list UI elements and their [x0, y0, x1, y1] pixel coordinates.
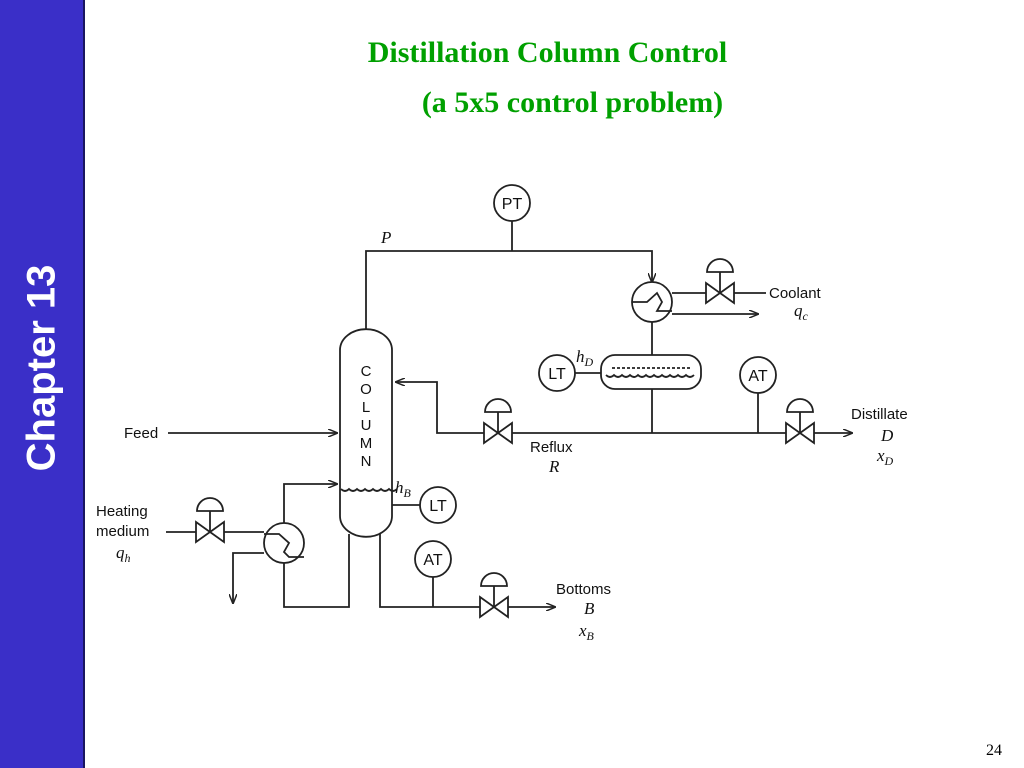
heating-medium-valve[interactable] — [195, 497, 225, 544]
reflux-symbol: R — [548, 457, 560, 476]
bottoms-symbol: B — [584, 599, 595, 618]
lt-top-label: LT — [548, 366, 566, 383]
condenser — [631, 281, 673, 323]
at-bottoms-label: AT — [423, 552, 442, 569]
column-letter: N — [361, 453, 372, 470]
bottom-level-label: hB — [395, 478, 412, 500]
chapter-sidebar: Chapter 13 — [0, 0, 85, 768]
distillate-valve[interactable] — [785, 398, 815, 445]
column-letter: M — [360, 435, 373, 452]
pt-label: PT — [502, 196, 523, 213]
pressure-label: P — [380, 228, 391, 247]
column-letter: U — [361, 417, 372, 434]
distillate-analyzer: AT — [739, 356, 777, 433]
column-letter: L — [362, 399, 370, 416]
distillate-label: Distillate — [851, 406, 908, 423]
slide-subtitle: (a 5x5 control problem) — [421, 86, 724, 119]
column-letter: C — [361, 363, 372, 380]
coolant-label: Coolant — [769, 285, 822, 302]
column-letter: O — [360, 381, 372, 398]
slide-title: Distillation Column Control — [367, 36, 728, 69]
at-distillate-label: AT — [748, 368, 767, 385]
bottoms-comp-label: xB — [578, 621, 595, 643]
heating-medium-label-2: medium — [96, 523, 149, 540]
bottoms-label: Bottoms — [556, 581, 611, 598]
coolant-flow-label: qc — [794, 301, 809, 323]
reflux-label: Reflux — [530, 439, 573, 456]
top-level-label: hD — [576, 347, 594, 369]
feed-label: Feed — [124, 425, 158, 442]
distillate-symbol: D — [880, 426, 894, 445]
bottom-liquid-level — [340, 487, 398, 492]
overhead-vapor-line — [365, 250, 652, 330]
pressure-transmitter: PT — [493, 184, 531, 251]
heating-flow-label: qh — [116, 543, 131, 565]
heating-medium-return-line — [233, 552, 264, 603]
bottoms-line — [379, 534, 555, 607]
bottoms-valve[interactable] — [479, 572, 509, 619]
bottom-level-transmitter: LT — [392, 486, 457, 524]
reflux-line — [396, 382, 786, 434]
distillate-comp-label: xD — [876, 446, 894, 468]
reboiler-vapor-return — [283, 484, 337, 524]
reflux-drum — [600, 354, 702, 390]
reboiler — [263, 522, 305, 564]
reboiler-inlet-line — [283, 534, 350, 608]
page-number: 24 — [986, 742, 1002, 759]
coolant-valve[interactable] — [705, 258, 735, 305]
bottoms-analyzer: AT — [414, 540, 452, 607]
top-level-transmitter: LT — [538, 354, 601, 392]
reflux-valve[interactable] — [483, 398, 513, 445]
lt-bottom-label: LT — [429, 498, 447, 515]
distillation-column: C O L U M N — [339, 328, 398, 538]
heating-medium-label-1: Heating — [96, 503, 148, 520]
